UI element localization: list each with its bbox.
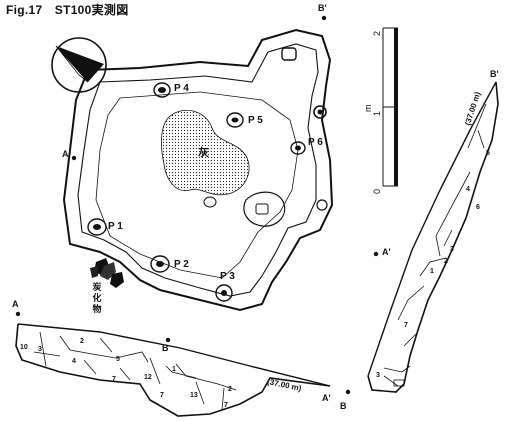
- section-a-layer: 7: [160, 392, 164, 399]
- post-label-p3: P 3: [220, 271, 235, 282]
- section-a-layer: 5: [116, 356, 120, 363]
- section-b-profile: [367, 81, 499, 393]
- post-label-p6: P 6: [308, 137, 323, 148]
- scale-bar: [382, 27, 398, 187]
- section-markers: [15, 15, 379, 395]
- section-a-layer: 7: [112, 376, 116, 383]
- point-a: A: [62, 149, 69, 159]
- section-a-layer: 2: [228, 386, 232, 393]
- pit-floor-outline: [95, 91, 299, 279]
- section-a-layer: 3: [38, 346, 42, 353]
- ash-label: 灰: [198, 147, 209, 159]
- scale-label-0: 0: [372, 188, 382, 194]
- section-a-layer: 7: [224, 402, 228, 409]
- section-b-layer: 2: [444, 258, 448, 265]
- section-a-layer: 12: [144, 374, 152, 381]
- section-a-end: A': [322, 393, 331, 403]
- post-holes: [87, 47, 328, 302]
- point-a-prime: A': [382, 247, 391, 257]
- section-a-start: A: [12, 299, 19, 309]
- section-b-layer: 4: [466, 186, 470, 193]
- post-label-p2: P 2: [174, 259, 189, 270]
- pit-outer-outline: [62, 28, 334, 312]
- section-b-layer: 3: [376, 372, 380, 379]
- charcoal-cluster: [90, 258, 124, 288]
- ash-area: [160, 109, 250, 196]
- section-a-layer: 2: [80, 338, 84, 345]
- post-label-p4: P 4: [174, 83, 189, 94]
- scale-label-1: 1: [372, 110, 382, 116]
- charcoal-label: 炭化物: [92, 282, 102, 314]
- section-a-profile: [15, 323, 331, 417]
- figure-title: Fig.17 ST100実測図: [6, 3, 129, 17]
- post-label-p1: P 1: [108, 221, 123, 232]
- point-b: B: [162, 343, 169, 353]
- north-arrow-icon: [51, 37, 107, 93]
- section-b-end: B': [490, 69, 499, 79]
- scale-unit: m: [363, 104, 373, 113]
- pit-inner-outline: [77, 43, 319, 297]
- section-b-layer: 7: [404, 322, 408, 329]
- section-b-layer: 5: [486, 150, 490, 157]
- section-b-layer: 6: [476, 204, 480, 211]
- section-b-layer: 3: [450, 246, 454, 253]
- section-b-layer: 1: [430, 268, 434, 275]
- post-label-p5: P 5: [248, 115, 263, 126]
- scale-label-2: 2: [372, 30, 382, 36]
- section-a-layer: 10: [20, 344, 28, 351]
- section-b-start: B: [340, 401, 347, 411]
- section-a-layer: 1: [172, 366, 176, 373]
- section-a-layer: 13: [190, 392, 198, 399]
- section-a-layer: 4: [72, 358, 76, 365]
- point-b-prime: B': [318, 3, 327, 13]
